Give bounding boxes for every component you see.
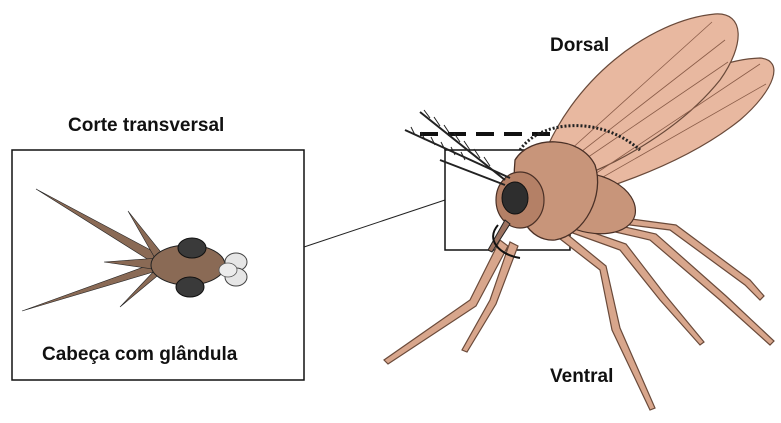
eye-bottom (176, 277, 204, 297)
antenna-2 (405, 130, 510, 178)
sand-fly-illustration (384, 14, 774, 410)
eye-top (178, 238, 206, 258)
connector-line (304, 200, 445, 247)
ventral-label: Ventral (550, 366, 613, 388)
head-caption: Cabeça com glândula (42, 344, 237, 366)
insect-eye (502, 182, 528, 214)
gland-lobe-mid (219, 263, 237, 277)
cross-section-title: Corte transversal (68, 115, 224, 137)
leg-front-2 (462, 242, 518, 352)
dorsal-label: Dorsal (550, 35, 609, 57)
leg-mid-2 (570, 226, 704, 345)
